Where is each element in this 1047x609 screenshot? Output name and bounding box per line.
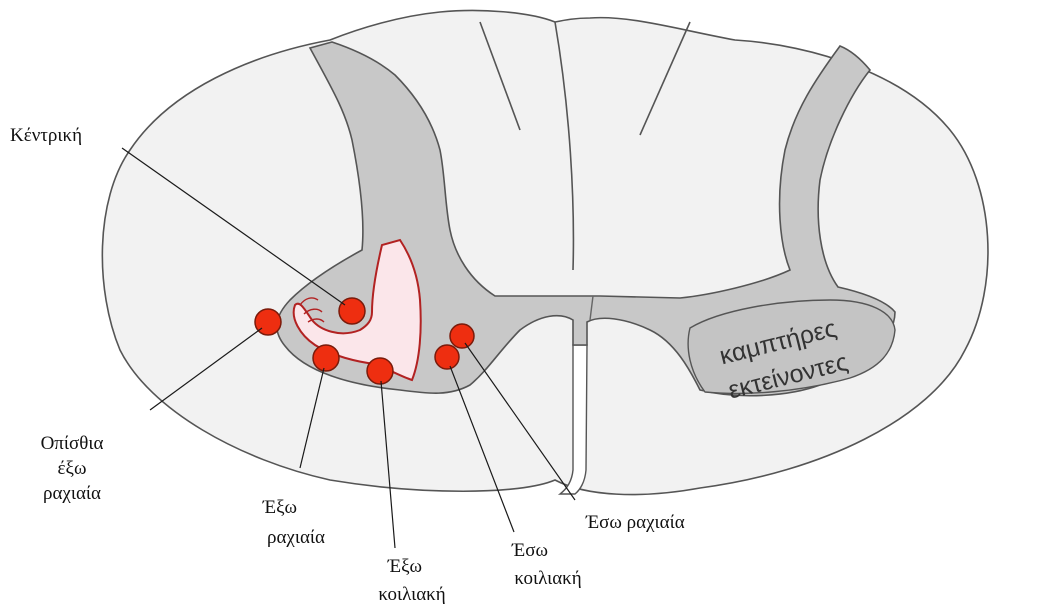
label-inner-ventral-line2: κοιλιακή (514, 568, 581, 589)
label-outer-ventral-line1: Έξω (387, 556, 422, 577)
label-posterior-outer-dorsal-line1: Οπίσθια (41, 433, 104, 454)
nucleus-central (339, 298, 365, 324)
label-inner-ventral-line1: Έσω (511, 540, 548, 561)
nucleus-outer-ventral (367, 358, 393, 384)
nucleus-inner-ventral (435, 345, 459, 369)
nucleus-outer-dorsal (313, 345, 339, 371)
nucleus-inner-dorsal (450, 324, 474, 348)
label-posterior-outer-dorsal-line2: έξω (58, 458, 87, 479)
label-outer-dorsal-line2: ραχιαία (267, 527, 325, 548)
label-outer-dorsal-line1: Έξω (262, 497, 297, 518)
label-outer-ventral-line2: κοιλιακή (378, 584, 445, 605)
nucleus-posterior-outer-dorsal (255, 309, 281, 335)
label-central: Κέντρική (10, 125, 82, 146)
label-posterior-outer-dorsal-line3: ραχιαία (43, 483, 101, 504)
label-inner-dorsal: Έσω ραχιαία (585, 512, 685, 533)
